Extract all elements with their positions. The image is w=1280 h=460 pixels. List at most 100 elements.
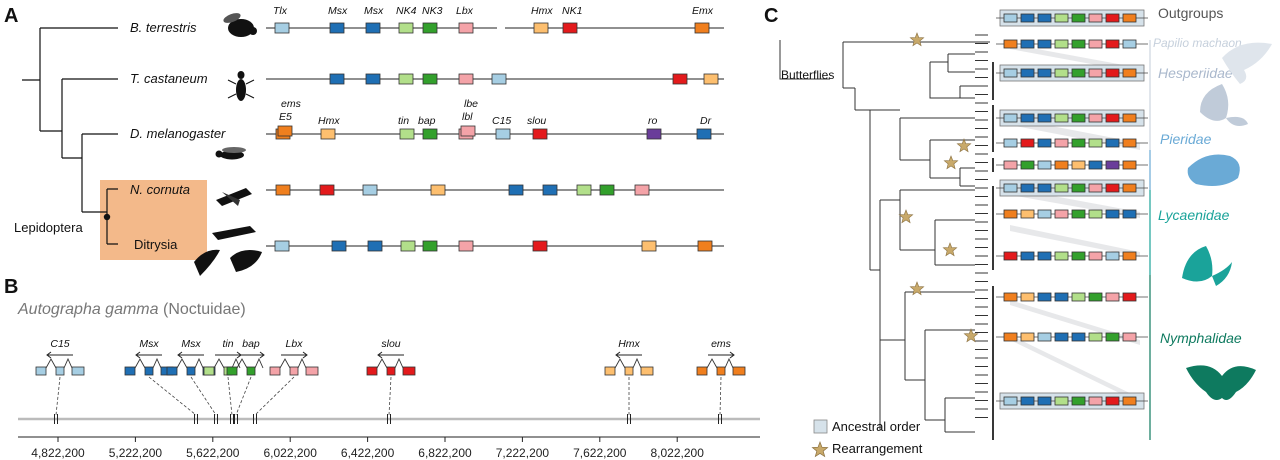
gene-block-msx bbox=[367, 240, 383, 252]
order-gene-msx bbox=[1020, 113, 1035, 123]
order-gene-nk4 bbox=[1054, 183, 1069, 193]
locus-connector bbox=[235, 376, 252, 416]
direction-arrow bbox=[377, 351, 404, 359]
exon-block bbox=[55, 366, 65, 376]
order-gene-nk1 bbox=[1105, 113, 1120, 123]
rearrangement-star-icon bbox=[943, 155, 959, 170]
gene-label: C15 bbox=[492, 115, 511, 127]
order-gene-lbx bbox=[1088, 183, 1103, 193]
order-gene-nk3 bbox=[1071, 183, 1086, 193]
order-gene-msx bbox=[1071, 332, 1086, 342]
order-gene-lbx bbox=[1054, 209, 1069, 219]
order-gene-nk4 bbox=[1054, 39, 1069, 49]
exon-block bbox=[166, 366, 178, 376]
tree-branch bbox=[899, 117, 975, 187]
gene-block-hmx bbox=[641, 240, 657, 252]
intron-chevron bbox=[236, 357, 264, 369]
axis-tick-label: 8,022,200 bbox=[651, 446, 705, 460]
gene-block-hmx bbox=[320, 128, 336, 140]
order-gene-lbx bbox=[1088, 113, 1103, 123]
order-gene-tlx bbox=[1037, 160, 1052, 170]
gene-label: NK1 bbox=[562, 5, 582, 17]
taxon-n-cornuta: N. cornuta bbox=[130, 182, 190, 197]
gene-block-hmx bbox=[703, 73, 719, 85]
order-gene-tlx bbox=[1003, 13, 1018, 23]
order-gene-msx bbox=[1054, 292, 1069, 302]
order-gene-emx bbox=[1122, 138, 1137, 148]
order-gene-emx bbox=[1122, 183, 1137, 193]
rearrangement-star-icon bbox=[909, 281, 925, 296]
locus-connector bbox=[254, 376, 295, 416]
synteny-band bbox=[1010, 335, 1140, 403]
order-gene-nk4 bbox=[1088, 332, 1103, 342]
panel-a-letter: A bbox=[4, 5, 18, 27]
order-gene-msx bbox=[1020, 396, 1035, 406]
butterfly-icon-papilio bbox=[1222, 42, 1272, 84]
order-gene-nk3 bbox=[1071, 209, 1086, 219]
tree-branch bbox=[842, 41, 990, 111]
intron-chevron bbox=[279, 357, 307, 369]
gene-block-nk3 bbox=[422, 240, 438, 252]
gene-label-lbx: Lbx bbox=[286, 338, 304, 350]
gene-label-hmx: Hmx bbox=[618, 338, 640, 350]
order-gene-nk1 bbox=[1003, 251, 1018, 261]
exon-block bbox=[269, 366, 281, 376]
exon-block bbox=[402, 366, 416, 376]
family-name: (Noctuidae) bbox=[163, 301, 246, 318]
gene-label: lbe bbox=[464, 98, 478, 110]
order-gene-msx bbox=[1037, 183, 1052, 193]
gene-label: Msx bbox=[364, 5, 384, 17]
direction-arrow bbox=[177, 351, 204, 359]
order-gene-lbx bbox=[1054, 138, 1069, 148]
moth-icons-ditrysia bbox=[194, 226, 262, 276]
gene-block-nk4 bbox=[576, 184, 592, 196]
order-gene-nk4 bbox=[1054, 113, 1069, 123]
panel-b-title: Autographa gamma (Noctuidae) bbox=[17, 301, 246, 318]
exon-block bbox=[305, 366, 319, 376]
gene-label: lbl bbox=[462, 111, 473, 123]
rearrangement-star-icon bbox=[942, 242, 958, 257]
gene-label: ems bbox=[281, 98, 302, 110]
intron-chevron bbox=[45, 357, 73, 369]
gene-block-hmx bbox=[533, 22, 549, 34]
tree-branch bbox=[929, 53, 975, 99]
gene-block-tlx bbox=[491, 73, 507, 85]
exon-block bbox=[35, 366, 47, 376]
order-gene-nk1 bbox=[1105, 68, 1120, 78]
order-gene-emx bbox=[1054, 160, 1069, 170]
order-gene-nk3 bbox=[1071, 68, 1086, 78]
gene-label: NK3 bbox=[422, 5, 443, 17]
locus-connector bbox=[190, 376, 217, 416]
order-gene-tlx bbox=[1003, 68, 1018, 78]
order-gene-emx bbox=[1003, 209, 1018, 219]
gene-label: Hmx bbox=[318, 115, 340, 127]
order-gene-nk1 bbox=[1105, 396, 1120, 406]
gene-block-nk3 bbox=[422, 128, 438, 140]
gene-block-msx bbox=[365, 22, 381, 34]
gene-block-nk4 bbox=[399, 128, 415, 140]
gene-label: E5 bbox=[279, 111, 292, 123]
gene-block-msx bbox=[365, 73, 381, 85]
moth-icon-small bbox=[216, 188, 252, 206]
exon-block bbox=[289, 366, 299, 376]
exon-block bbox=[386, 366, 396, 376]
gene-block-lbx bbox=[458, 240, 474, 252]
panel-c: C Outgroups Butterflies Papilio machaon … bbox=[764, 5, 1272, 458]
panel-c-tree bbox=[779, 34, 990, 433]
order-gene-msx bbox=[1037, 138, 1052, 148]
tree-branch bbox=[879, 189, 975, 340]
legend-ancestral-swatch bbox=[813, 419, 828, 434]
order-gene-nk3 bbox=[1071, 138, 1086, 148]
order-gene-emx bbox=[1122, 160, 1137, 170]
order-gene-lbx bbox=[1088, 39, 1103, 49]
butterfly-icon-pieridae bbox=[1187, 154, 1240, 186]
order-gene-nk1 bbox=[1122, 292, 1137, 302]
panel-c-letter: C bbox=[764, 5, 778, 27]
panel-b: B Autographa gamma (Noctuidae) 4,822,200… bbox=[4, 276, 760, 460]
gene-label-msx: Msx bbox=[181, 338, 201, 350]
gene-block-hmx bbox=[430, 184, 446, 196]
order-gene-nk1 bbox=[1105, 183, 1120, 193]
gene-label-slou: slou bbox=[381, 338, 400, 350]
order-gene-msx bbox=[1105, 138, 1120, 148]
